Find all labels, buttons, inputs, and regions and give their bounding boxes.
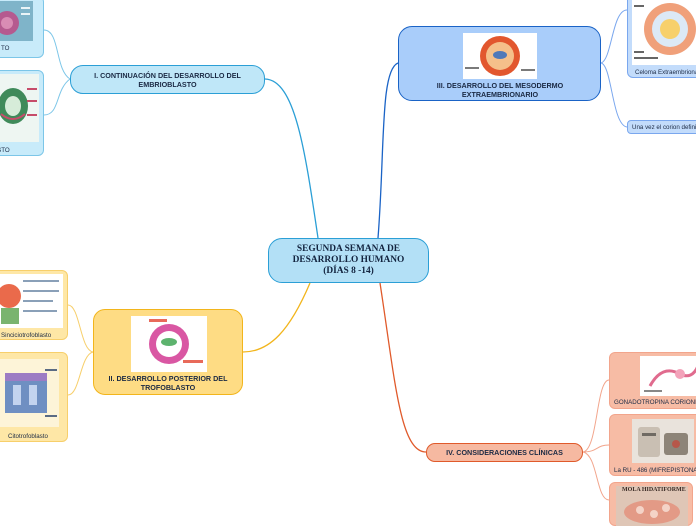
embrioblasto-image-2	[0, 74, 39, 142]
child-celoma-extraembrionario[interactable]: Celoma Extraembrionario	[627, 0, 696, 78]
child-corion-definitivo[interactable]: Una vez el corion definitivo	[627, 120, 696, 134]
citotrofoblasto-image	[0, 359, 59, 427]
sinciciotrofoblasto-image	[0, 274, 63, 328]
child-citotrofoblasto-label: Citotrofoblasto	[8, 433, 48, 440]
child-citotrofoblasto[interactable]: Citotrofoblasto	[0, 352, 68, 442]
branch-consideraciones-title: IV. CONSIDERACIONES CLÍNICAS	[446, 448, 563, 457]
child-embrioblasto-1[interactable]: TO	[0, 0, 44, 58]
branch-trofoblasto-title: II. DESARROLLO POSTERIOR DEL TROFOBLASTO	[108, 374, 228, 392]
child-embrioblasto-2[interactable]: ASTO	[0, 70, 44, 156]
child-sinciciotrofoblasto[interactable]: Sinciciotrofoblasto	[0, 270, 68, 340]
branch-embrioblasto-title: I. CONTINUACIÓN DEL DESARROLLO DEL EMBRI…	[94, 70, 241, 89]
child-corion-label: Una vez el corion definitivo	[632, 124, 696, 131]
central-topic[interactable]: SEGUNDA SEMANA DE DESARROLLO HUMANO (DÍA…	[268, 238, 429, 283]
branch-mesodermo-title: III. DESARROLLO DEL MESODERMO EXTRAEMBRI…	[436, 81, 564, 99]
child-gonadotropina-label: GONADOTROPINA CORIONICA HU	[614, 399, 696, 406]
gonadotropina-image	[640, 356, 696, 396]
child-celoma-label: Celoma Extraembrionario	[635, 69, 696, 76]
branch-trofoblasto[interactable]: II. DESARROLLO POSTERIOR DEL TROFOBLASTO	[93, 309, 243, 395]
embrioblasto-image-1	[0, 1, 33, 41]
child-mola-hidatiforme[interactable]: MOLA HIDATIFORME	[609, 482, 693, 526]
child-ru486-label: La RU - 486 (MIFREPISTONA)	[614, 467, 696, 474]
trofoblasto-image	[131, 316, 207, 372]
ru486-image	[632, 419, 694, 463]
child-ru486[interactable]: La RU - 486 (MIFREPISTONA)	[609, 414, 696, 476]
child-embrioblasto-2-label: ASTO	[0, 147, 10, 154]
branch-mesodermo[interactable]: III. DESARROLLO DEL MESODERMO EXTRAEMBRI…	[398, 26, 601, 101]
celoma-image	[632, 0, 696, 65]
child-mola-hidatiforme-label: MOLA HIDATIFORME	[622, 487, 686, 493]
branch-consideraciones-clinicas[interactable]: IV. CONSIDERACIONES CLÍNICAS	[426, 443, 583, 462]
child-sinciciotrofoblasto-label: Sinciciotrofoblasto	[1, 332, 52, 339]
mola-hidatiforme-image	[616, 486, 688, 526]
central-topic-title: SEGUNDA SEMANA DE DESARROLLO HUMANO (DÍA…	[292, 244, 405, 276]
branch-embrioblasto[interactable]: I. CONTINUACIÓN DEL DESARROLLO DEL EMBRI…	[70, 65, 265, 94]
mesodermo-image	[463, 33, 537, 79]
child-gonadotropina[interactable]: GONADOTROPINA CORIONICA HU	[609, 352, 696, 409]
child-embrioblasto-1-label: TO	[1, 45, 10, 52]
